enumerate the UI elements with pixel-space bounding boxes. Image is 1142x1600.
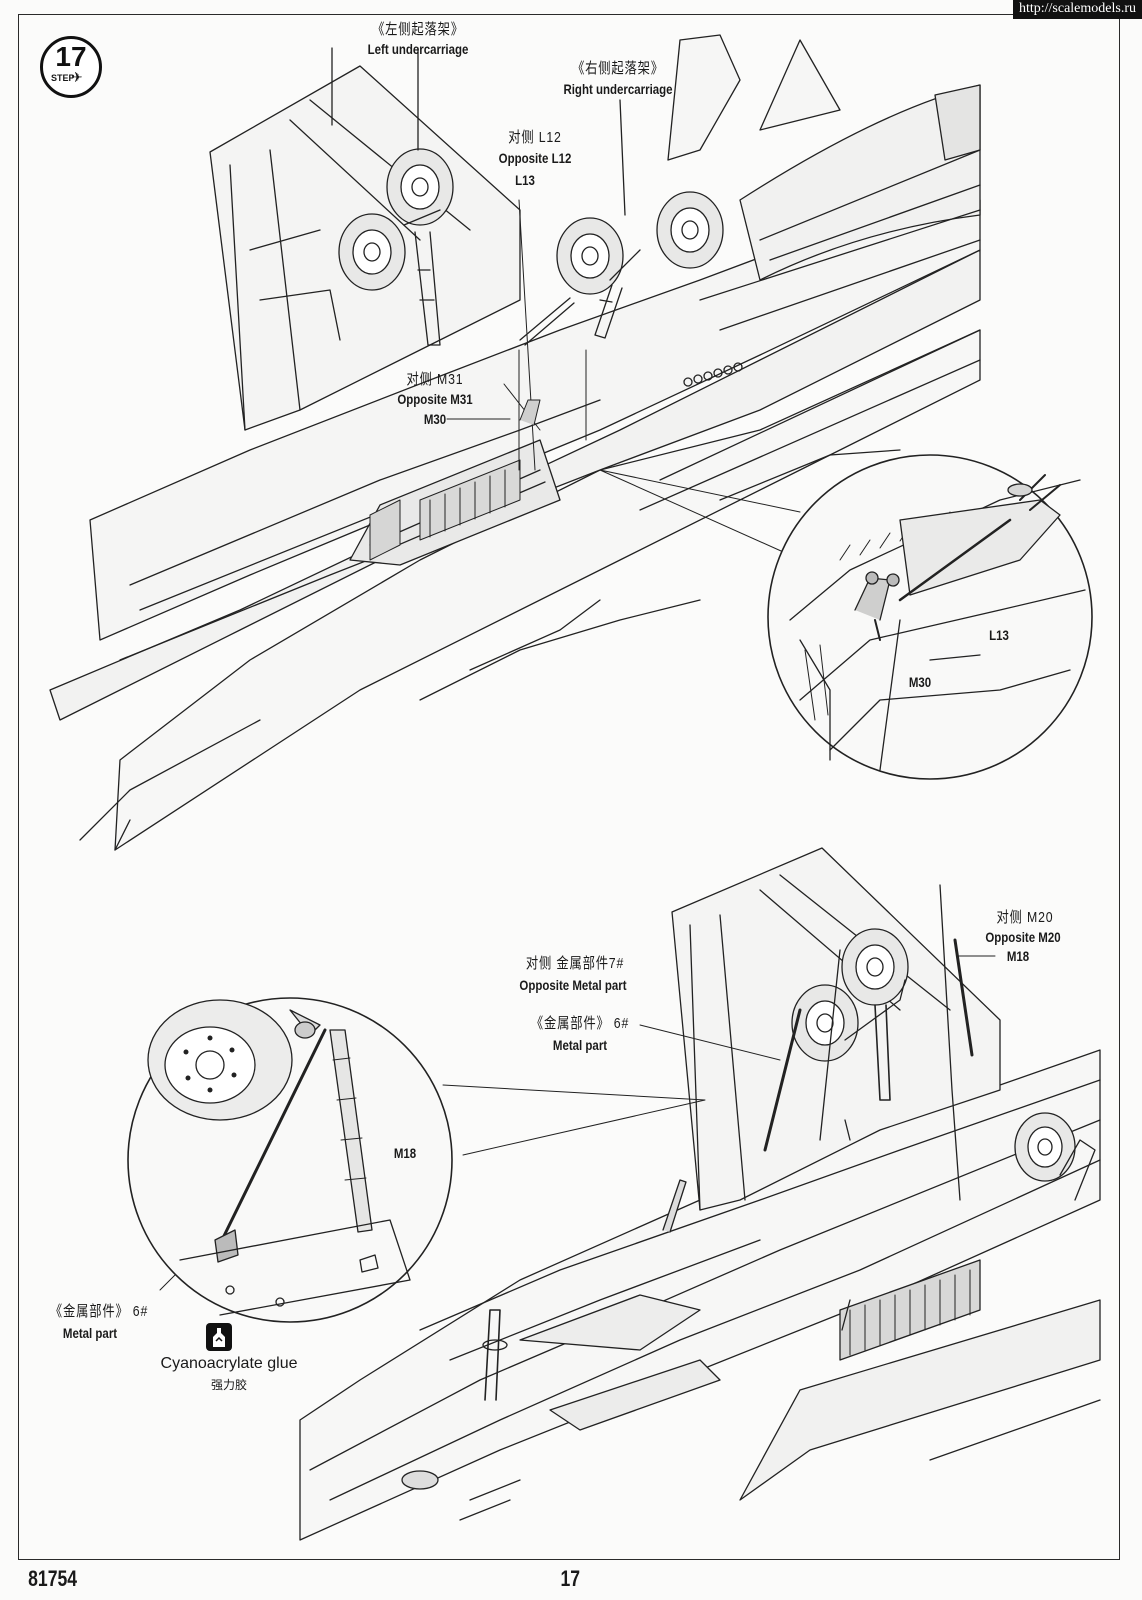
left-undercarriage xyxy=(331,47,454,346)
bottom-detail-circle xyxy=(127,997,453,1323)
label-m18: M18 xyxy=(1006,948,1030,964)
metal-part-6-cn: 《金属部件》 6# xyxy=(530,1015,630,1032)
opposite-l12-cn: 对侧 L12 xyxy=(508,129,562,146)
opposite-m31-cn: 对侧 M31 xyxy=(406,371,464,388)
opposite-metal-part-7-cn: 对侧 金属部件7# xyxy=(525,955,625,972)
wheel-bay-grille xyxy=(369,459,521,561)
right-undercarriage xyxy=(519,99,724,346)
right-undercarriage-en: Right undercarriage xyxy=(563,81,673,97)
porthole-row xyxy=(683,362,743,387)
glue-label-en: Cyanoacrylate glue xyxy=(160,1355,298,1372)
opposite-m31-en: Opposite M31 xyxy=(397,391,473,407)
opposite-metal-part-7-en: Opposite Metal part xyxy=(519,977,627,993)
step-word: STEP xyxy=(51,73,75,83)
opposite-m20-cn: 对侧 M20 xyxy=(996,909,1054,926)
kit-number: 81754 xyxy=(28,1566,78,1591)
step-badge: 17 STEP ✈ xyxy=(40,36,102,98)
top-leader-lines xyxy=(446,199,801,556)
left-undercarriage-en: Left undercarriage xyxy=(367,41,469,57)
plane-icon: ✈ xyxy=(71,69,83,85)
detail-label-m18: M18 xyxy=(393,1145,417,1161)
left-undercarriage-cn: 《左侧起落架》 xyxy=(372,21,464,38)
detail-metal-part-6-cn: 《金属部件》 6# xyxy=(49,1303,149,1320)
step-number: 17 xyxy=(55,41,87,72)
glue-bottle-icon xyxy=(206,1323,232,1351)
label-l13: L13 xyxy=(515,172,535,188)
top-detail-circle xyxy=(767,454,1093,780)
page-frame xyxy=(18,14,1120,1560)
opposite-l12-en: Opposite L12 xyxy=(498,150,572,166)
watermark-url[interactable]: http://scalemodels.ru xyxy=(1012,0,1142,19)
detail-label-m30: M30 xyxy=(908,674,932,690)
detail-metal-part-6-en: Metal part xyxy=(62,1325,118,1341)
detail-label-l13: L13 xyxy=(989,627,1009,643)
right-undercarriage-cn: 《右侧起落架》 xyxy=(572,60,664,77)
label-m30: M30 xyxy=(423,411,447,427)
opposite-m20-en: Opposite M20 xyxy=(985,929,1061,945)
metal-part-6-en: Metal part xyxy=(552,1037,608,1053)
glue-label-cn: 强力胶 xyxy=(210,1378,247,1392)
bottom-undercarriage xyxy=(763,884,1096,1201)
page-number: 17 xyxy=(560,1566,581,1591)
